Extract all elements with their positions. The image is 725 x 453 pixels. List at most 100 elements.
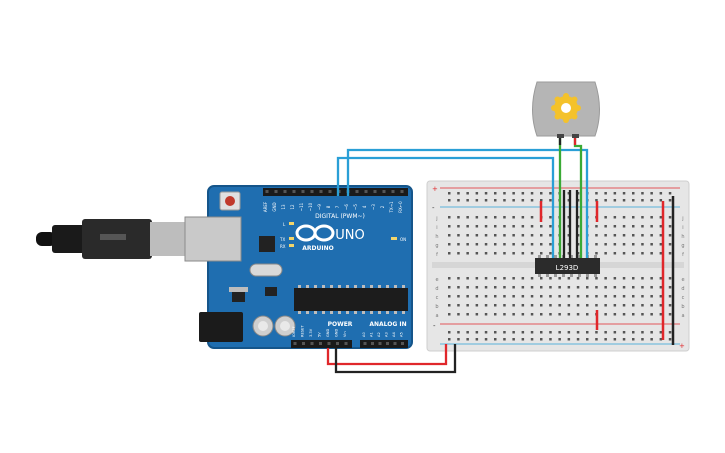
digital-pin-label: TX→1	[389, 201, 394, 214]
dc-motor	[532, 81, 600, 138]
capacitors	[252, 315, 296, 337]
voltage-regulator	[232, 291, 245, 302]
power-pin-label: Vin	[343, 331, 347, 337]
digital-pin-hole[interactable]	[400, 190, 404, 193]
row-letter: j	[435, 216, 437, 222]
digital-pin-label: ~3	[371, 204, 376, 210]
analog-pin-hole[interactable]	[401, 342, 404, 345]
digital-pin-hole[interactable]	[292, 190, 296, 193]
power-pin-label: GND	[335, 329, 339, 337]
digital-pin-hole[interactable]	[364, 190, 368, 193]
row-letter: e	[435, 277, 438, 283]
power-pin-hole[interactable]	[327, 342, 331, 345]
led-l-label: L	[283, 222, 286, 227]
digital-pin-hole[interactable]	[283, 190, 287, 193]
rail-plus-top: +	[432, 185, 438, 193]
power-header-label: POWER	[328, 321, 353, 328]
analog-pin-hole[interactable]	[363, 342, 367, 345]
digital-pin-label: RX←0	[398, 201, 403, 213]
row-letter: a	[435, 313, 438, 319]
power-pin-label: 5V	[318, 332, 322, 337]
digital-pin-label: 2	[380, 205, 385, 208]
board-model: UNO	[335, 228, 364, 243]
analog-pin-hole[interactable]	[386, 342, 389, 345]
digital-pin-label: GND	[272, 202, 277, 211]
power-pin-label: 3.3V	[309, 328, 313, 337]
rail-plus-bottom: +	[679, 342, 685, 350]
power-pin-hole[interactable]	[336, 342, 339, 345]
digital-pin-label: AREF	[263, 201, 268, 212]
power-pin-label: IOREF	[292, 326, 296, 337]
usb-chip	[259, 236, 275, 252]
row-letter: a	[681, 313, 684, 319]
rail-minus-top: -	[432, 204, 435, 212]
analog-header-label: ANALOG IN	[369, 321, 406, 328]
motor-gear-icon	[551, 93, 581, 123]
digital-pin-label: 13	[281, 204, 286, 210]
row-letter: d	[435, 286, 438, 292]
analog-header	[360, 340, 408, 348]
l293d-chip: L293D	[535, 255, 600, 277]
power-pin-hole[interactable]	[302, 342, 305, 345]
row-letter: e	[681, 277, 684, 283]
analog-pin-hole[interactable]	[393, 342, 397, 345]
digital-pin-label: ~10	[308, 202, 313, 211]
analog-pin-label: A2	[377, 332, 381, 337]
rail-minus-bottom: -	[433, 322, 436, 330]
digital-pin-hole[interactable]	[382, 190, 386, 193]
row-letter: c	[682, 295, 685, 301]
analog-pin-label: A5	[400, 332, 404, 337]
usb-plug-icon	[36, 219, 185, 259]
digital-pin-label: 7	[335, 205, 340, 208]
board-brand: ARDUINO	[302, 245, 333, 252]
row-letter: b	[435, 304, 438, 310]
breadboard-holes	[448, 192, 672, 341]
digital-pin-label: ~6	[344, 204, 349, 210]
analog-pin-hole[interactable]	[371, 342, 374, 345]
row-letter: i	[682, 225, 683, 231]
power-pin-hole[interactable]	[293, 342, 297, 345]
digital-pin-hole[interactable]	[274, 190, 278, 193]
row-letter: g	[435, 243, 438, 249]
digital-pin-hole[interactable]	[373, 190, 377, 193]
analog-pin-label: A4	[392, 332, 396, 337]
analog-pin-label: A3	[385, 332, 389, 337]
wire-blue-signals	[336, 148, 589, 258]
row-letter: c	[436, 295, 439, 301]
atmega-chip	[294, 288, 408, 311]
digital-header	[263, 188, 408, 196]
digital-pin-hole[interactable]	[391, 190, 395, 193]
crystal	[249, 263, 283, 277]
digital-pin-label: 8	[326, 205, 331, 208]
digital-pin-label: ~9	[317, 204, 322, 210]
analog-pin-label: A1	[370, 332, 374, 337]
power-pin-hole[interactable]	[344, 342, 348, 345]
digital-pin-hole[interactable]	[328, 190, 332, 193]
digital-header-label: DIGITAL (PWM~)	[315, 213, 365, 220]
digital-pin-hole[interactable]	[310, 190, 314, 193]
digital-pin-hole[interactable]	[265, 190, 269, 193]
digital-pin-hole[interactable]	[355, 190, 359, 193]
power-pin-label: GND	[326, 329, 330, 337]
row-letter: b	[681, 304, 684, 310]
digital-pin-hole[interactable]	[301, 190, 305, 193]
wire-power	[326, 344, 457, 374]
power-pin-label: RESET	[301, 325, 305, 337]
row-letter: d	[681, 286, 684, 292]
analog-pin-hole[interactable]	[378, 342, 382, 345]
power-jack	[199, 312, 243, 342]
row-letter: j	[681, 216, 683, 222]
power-pin-hole[interactable]	[310, 342, 314, 345]
digital-pin-label: 12	[290, 204, 295, 210]
row-letter: g	[681, 243, 684, 249]
digital-pin-label: ~5	[353, 204, 358, 210]
power-pin-hole[interactable]	[319, 342, 322, 345]
digital-pin-label: ~11	[299, 202, 304, 211]
row-letter: i	[436, 225, 437, 231]
digital-pin-hole[interactable]	[319, 190, 323, 193]
chip-label: L293D	[556, 264, 579, 272]
